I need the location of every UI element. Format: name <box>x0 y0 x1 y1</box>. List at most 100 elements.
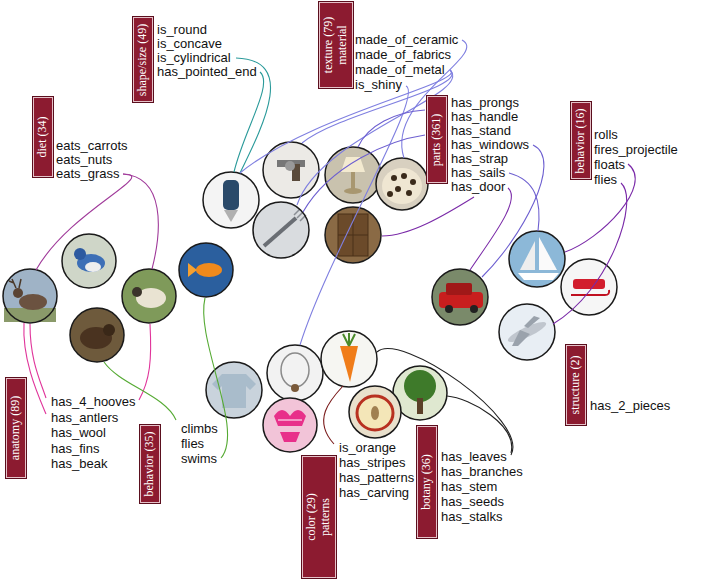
attribute-label: has_wool <box>51 425 136 441</box>
photo-beaver <box>70 308 124 362</box>
photo-plane <box>499 304 555 360</box>
photo-sheep-part <box>122 269 176 323</box>
attribute-label: has_sails <box>451 166 529 180</box>
attribute-label: has_door <box>451 180 529 194</box>
photo-pot-part <box>376 158 428 210</box>
photo-carrot-part <box>321 331 377 387</box>
diet-link <box>36 174 132 270</box>
attribute-label: has_stand <box>451 124 529 138</box>
photo-carrot-part <box>343 333 355 346</box>
attribute-list: has_leaveshas_brancheshas_stemhas_seedsh… <box>441 449 523 524</box>
anatomy-link <box>24 323 46 414</box>
attribute-label: has_2_pieces <box>590 398 670 413</box>
photo-car <box>432 269 488 325</box>
category-box: parts (361)has_prongshas_handlehas_stand… <box>427 96 447 183</box>
photo-plane-part <box>512 316 540 346</box>
photo-sheep-part <box>122 269 176 323</box>
photo-car-part <box>432 269 488 325</box>
photo-pen <box>203 172 259 228</box>
attribute-label: eats_carrots <box>56 139 128 153</box>
photo-pen-part <box>224 210 238 222</box>
attribute-label: rolls <box>594 127 678 142</box>
photo-blue-jay <box>62 234 116 288</box>
photo-beaver-part <box>103 324 115 336</box>
attribute-label: floats <box>594 157 678 172</box>
photo-tree-part <box>417 398 423 414</box>
photo-sailboat-part <box>509 231 565 287</box>
category-label: structure (2) <box>569 356 583 415</box>
attribute-label: climbs <box>181 421 218 436</box>
photo-apple-part <box>349 386 401 438</box>
attribute-label: has_seeds <box>441 494 523 509</box>
photo-pot-part <box>382 168 422 204</box>
photo-apple-part <box>371 406 379 420</box>
category-box: behavior (16)rollsfires_projectilefloats… <box>571 102 591 179</box>
photo-bikini-part <box>278 420 302 421</box>
attribute-label: flies <box>594 172 678 187</box>
photo-lamp-part <box>341 157 365 172</box>
attribute-links <box>24 40 635 458</box>
photo-pot-part <box>401 173 407 179</box>
category-label: behavior (35) <box>143 432 157 497</box>
attribute-label: has_carving <box>339 485 414 500</box>
attribute-list: has_4_hooveshas_antlershas_woolhas_finsh… <box>51 394 136 472</box>
attribute-list: eats_carrotseats_nutseats_grass <box>56 139 128 181</box>
photo-goldfish <box>179 243 233 297</box>
attribute-label: eats_grass <box>56 167 128 181</box>
photo-bikini-part <box>280 432 300 442</box>
photo-sheep <box>122 269 176 323</box>
attribute-label: fires_projectile <box>594 142 678 157</box>
photo-apple-part <box>357 396 393 430</box>
photo-bikini-part <box>263 398 317 452</box>
photo-lamp-part <box>351 172 355 190</box>
attribute-label: has_beak <box>51 456 136 472</box>
photo-blue-jay-part <box>85 262 101 272</box>
attribute-label: has_branches <box>441 464 523 479</box>
photo-reindeer-part <box>13 288 23 298</box>
photo-revolver-part <box>263 142 319 198</box>
attribute-label: is_shiny <box>355 77 458 92</box>
photo-goldfish-part <box>196 263 222 277</box>
photo-pot-part <box>410 179 416 185</box>
attribute-label: has_windows <box>451 138 529 152</box>
attribute-label: is_round <box>157 23 257 37</box>
photo-sled <box>561 259 617 315</box>
attribute-list: climbsfliesswims <box>181 421 218 466</box>
photo-goldfish-part <box>188 263 197 277</box>
attribute-label: has_leaves <box>441 449 523 464</box>
attribute-list: is_orangehas_stripeshas_patternshas_carv… <box>339 440 414 500</box>
attribute-label: has_fins <box>51 441 136 457</box>
photo-bikini-part <box>274 410 306 426</box>
photo-sailboat-part <box>518 273 559 280</box>
photo-sailboat-part <box>539 237 557 270</box>
photo-car-part <box>470 305 478 313</box>
photo-pot-part <box>387 191 393 197</box>
botany-link <box>447 396 512 453</box>
parts-link <box>303 135 425 212</box>
photo-reindeer-part <box>3 269 57 323</box>
category-box: shape/size (49)is_roundis_concaveis_cyli… <box>133 17 153 102</box>
category-box: texture (79) materialmade_of_ceramicmade… <box>319 2 353 88</box>
parts-link <box>470 188 511 270</box>
photo-pen-part <box>223 180 239 210</box>
photo-cabinet <box>325 207 381 263</box>
diet-link <box>123 174 158 269</box>
photo-blue-jay-part <box>62 234 116 288</box>
photo-blue-jay-part <box>62 234 116 288</box>
photo-pot-part <box>391 175 397 181</box>
attribute-list: made_of_ceramicmade_of_fabricsmade_of_me… <box>355 32 458 92</box>
photo-sailboat-part <box>520 241 535 270</box>
photo-goldfish-part <box>179 243 233 297</box>
category-box: color (29) patternsis_orangehas_stripesh… <box>302 456 336 578</box>
attribute-label: has_prongs <box>451 96 529 110</box>
photo-plane-part <box>499 304 555 360</box>
photo-bikini <box>263 398 317 452</box>
attribute-list: has_prongshas_handlehas_standhas_windows… <box>451 96 529 194</box>
photo-pot-part <box>395 186 401 192</box>
photo-sailboat <box>509 231 565 287</box>
photo-revolver <box>263 142 319 198</box>
attribute-label: has_patterns <box>339 470 414 485</box>
category-label: shape/size (49) <box>136 23 150 95</box>
attribute-label: has_stripes <box>339 455 414 470</box>
photo-blue-jay-part <box>74 248 86 260</box>
